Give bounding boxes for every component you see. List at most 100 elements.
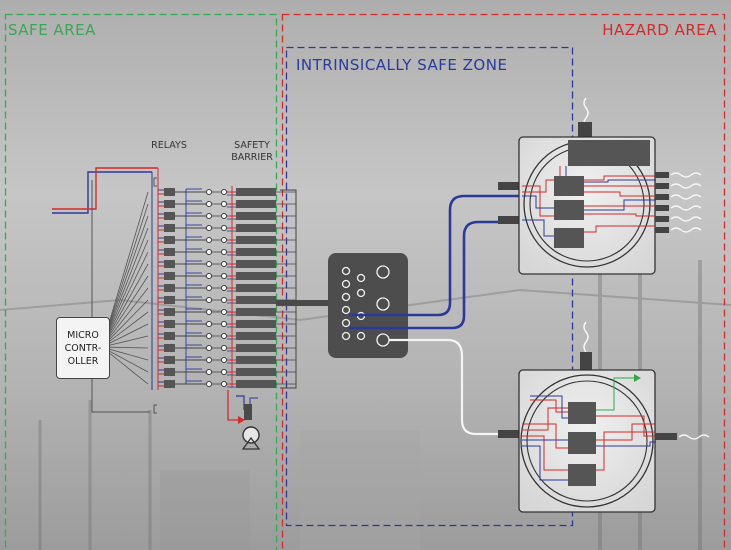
terminal xyxy=(220,284,228,292)
relay xyxy=(164,308,175,316)
control-line xyxy=(107,287,149,340)
relay xyxy=(164,224,175,232)
terminal xyxy=(220,224,228,232)
terminal xyxy=(205,380,213,388)
safety-barrier-module xyxy=(236,308,276,316)
terminal xyxy=(205,356,213,364)
relay xyxy=(164,296,175,304)
safe-area-label: SAFE AREA xyxy=(8,21,96,39)
terminal xyxy=(205,212,213,220)
terminal xyxy=(220,344,228,352)
barrier-output-bus xyxy=(280,189,297,389)
terminal xyxy=(205,320,213,328)
safety-barrier-module xyxy=(236,296,276,304)
terminal xyxy=(220,200,228,208)
safety-barrier-module xyxy=(236,380,276,388)
field-enclosure-bottom xyxy=(498,321,710,513)
control-line xyxy=(107,335,149,346)
control-line xyxy=(107,346,149,349)
relays-label: RELAYS xyxy=(151,140,187,151)
junction-box xyxy=(328,253,408,358)
safety-barrier-module xyxy=(236,368,276,376)
terminal xyxy=(220,236,228,244)
terminal xyxy=(220,248,228,256)
relay xyxy=(164,320,175,328)
field-enclosure-top xyxy=(498,97,702,275)
terminal xyxy=(205,272,213,280)
safety-barrier-module xyxy=(236,248,276,256)
safety-barrier-module xyxy=(236,356,276,364)
terminal xyxy=(220,356,228,364)
safety-barrier-module xyxy=(236,284,276,292)
relay xyxy=(164,248,175,256)
relay xyxy=(164,260,175,268)
intrinsically-safe-zone-border xyxy=(285,46,574,527)
control-line xyxy=(107,275,149,338)
control-line xyxy=(107,311,149,343)
relay-brackets xyxy=(91,177,157,414)
control-line xyxy=(107,323,149,345)
intrinsically-safe-zone-label: INTRINSICALLY SAFE ZONE xyxy=(296,56,508,74)
safe-area-border xyxy=(4,13,278,550)
terminal xyxy=(220,272,228,280)
terminal xyxy=(205,248,213,256)
relay xyxy=(164,332,175,340)
safety-barrier-module xyxy=(236,344,276,352)
terminal xyxy=(205,284,213,292)
terminal xyxy=(220,260,228,268)
microcontroller-block: MICRO CONTR- OLLER xyxy=(56,317,110,379)
safety-barrier-module xyxy=(236,272,276,280)
relay xyxy=(164,200,175,208)
safety-barrier-module xyxy=(236,188,276,196)
control-line xyxy=(107,227,149,332)
relay xyxy=(164,368,175,376)
terminal xyxy=(220,368,228,376)
control-line xyxy=(107,203,149,329)
safety-barrier-module xyxy=(236,200,276,208)
terminal xyxy=(220,380,228,388)
relay xyxy=(164,236,175,244)
relay xyxy=(164,188,175,196)
field-cables xyxy=(348,194,524,436)
terminal xyxy=(220,188,228,196)
safety-barrier-module xyxy=(236,260,276,268)
safety-barrier-module xyxy=(236,332,276,340)
safety-barrier-label: SAFETY BARRIER xyxy=(231,140,273,163)
terminal xyxy=(205,188,213,196)
terminal xyxy=(220,332,228,340)
terminal xyxy=(220,212,228,220)
background-structures xyxy=(0,240,731,550)
control-line xyxy=(107,239,149,333)
control-line xyxy=(107,191,149,327)
safety-barrier-module xyxy=(236,236,276,244)
terminal xyxy=(220,296,228,304)
terminal xyxy=(220,320,228,328)
control-line xyxy=(107,263,149,337)
relay-array xyxy=(107,168,296,390)
terminal xyxy=(205,236,213,244)
relay xyxy=(164,284,175,292)
terminal xyxy=(205,368,213,376)
relay xyxy=(164,344,175,352)
safety-barrier-module xyxy=(236,224,276,232)
terminal xyxy=(205,296,213,304)
terminal xyxy=(220,308,228,316)
terminal xyxy=(205,308,213,316)
control-line xyxy=(107,348,149,361)
control-line xyxy=(107,215,149,330)
terminal xyxy=(205,260,213,268)
control-line xyxy=(107,350,149,373)
safety-barrier-module xyxy=(236,212,276,220)
relay xyxy=(164,212,175,220)
trunk-cable xyxy=(276,300,330,306)
terminal xyxy=(205,344,213,352)
control-line xyxy=(107,351,149,385)
control-line xyxy=(107,299,149,342)
terminal xyxy=(205,200,213,208)
terminal xyxy=(205,224,213,232)
terminal xyxy=(205,332,213,340)
relay xyxy=(164,356,175,364)
hazard-area-label: HAZARD AREA xyxy=(602,21,717,39)
